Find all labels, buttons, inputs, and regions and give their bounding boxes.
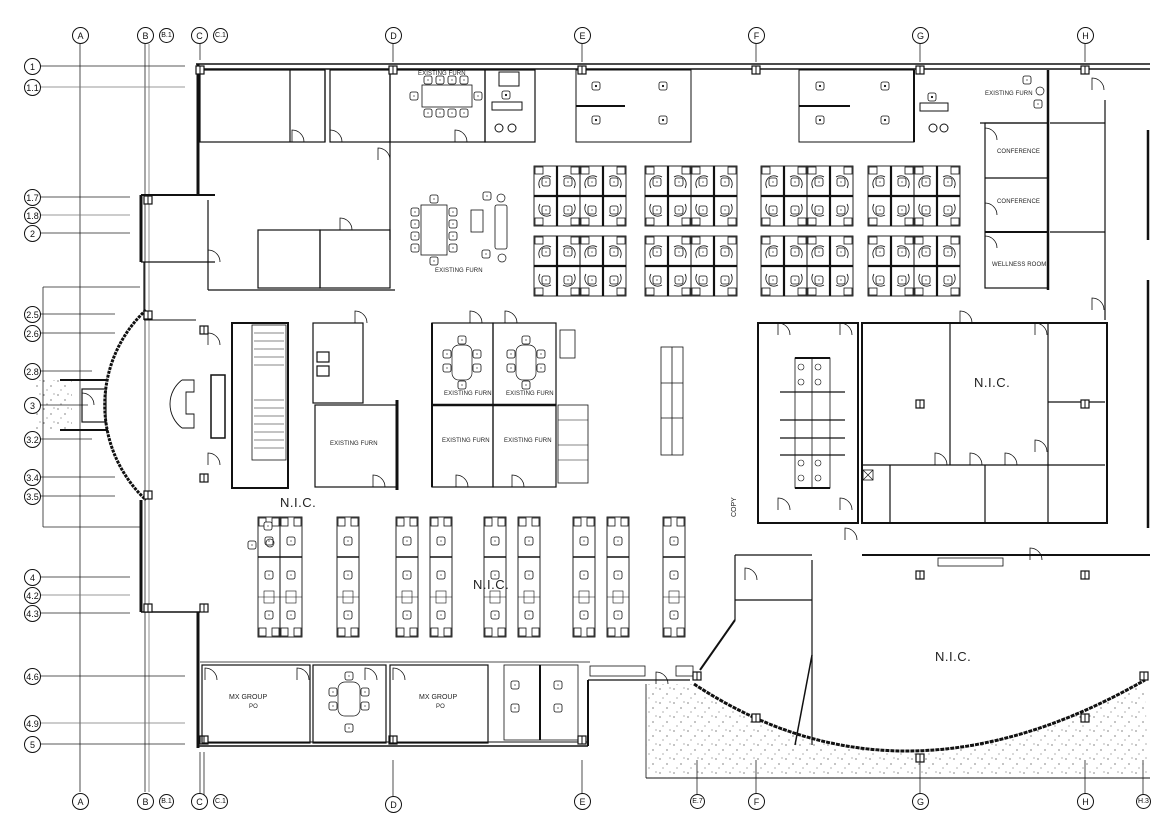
label-existing-furn-top: EXISTING FURN [418,71,466,77]
cube-cluster-4 [868,166,960,296]
grid-bubble-col: B.1 [159,794,174,809]
restroom-core-east [757,322,863,524]
label-nic-southeast: N.I.C. [935,649,972,664]
grid-bubble-row: 2.5 [24,306,41,323]
south-conf-table [328,671,563,733]
label-mx-group-1-sub: PO [249,704,258,710]
grid-bubble-row: 3.4 [24,469,41,486]
grid-bubble-col: B [137,27,154,44]
grid-bubble-col: H.3 [1136,794,1151,809]
grid-bubble-row: 2.8 [24,363,41,380]
plaza-hatch-entry [36,380,72,430]
ne-lounge-chairs [1022,75,1045,109]
grid-bubble-col: D [385,27,402,44]
grid-bubble-row: 4.9 [24,715,41,732]
label-conference-2: CONFERENCE [997,199,1041,205]
cube-cluster-3 [761,166,853,296]
south-benches [247,517,685,637]
grid-bubble-col: A [72,793,89,810]
label-nic-center: N.I.C. [280,495,317,510]
grid-bubble-row: 3 [24,397,41,414]
label-existing-furn-office-c: EXISTING FURN [504,438,552,444]
grid-bubble-col: G [912,27,929,44]
central-core [207,310,589,490]
cube-cluster-1 [534,166,626,296]
grid-bubble-row: 5 [24,736,41,753]
grid-bubble-col: G [912,793,929,810]
grid-bubble-row: 1.8 [24,207,41,224]
conf-tables-core [442,335,546,390]
exterior-walls [103,63,1150,779]
grid-bubble-row: 3.5 [24,488,41,505]
south-offices [200,661,694,744]
label-mx-group-2: MX GROUP [419,694,458,701]
label-nic-cubes: N.I.C. [473,577,510,592]
grid-bubble-row: 4 [24,569,41,586]
label-existing-furn-conf-a: EXISTING FURN [444,391,492,397]
grid-bubble-col: F [748,27,765,44]
grid-bubble-col: C [191,793,208,810]
reception-desk [169,379,195,429]
grid-bubble-col: C [191,27,208,44]
grid-bubble-col: A [72,27,89,44]
conference-table-top [409,75,483,118]
top-workstations [491,69,949,143]
grid-bubble-col: D [385,796,402,813]
east-nic-suite [699,310,1150,746]
label-existing-furn-conf-b: EXISTING FURN [506,391,554,397]
label-existing-furn-office-a: EXISTING FURN [330,441,378,447]
grid-bubble-col: E [574,27,591,44]
grid-bubble-row: 2 [24,225,41,242]
label-existing-furn-office-b: EXISTING FURN [442,438,490,444]
grid-bubble-col: E.7 [690,794,705,809]
grid-bubble-col: B.1 [159,28,174,43]
grid-bubble-col: H [1077,793,1094,810]
cube-cluster-2 [645,166,737,296]
grid-bubble-row: 3.2 [24,431,41,448]
grid-bubble-row: 4.6 [24,668,41,685]
label-conference-1: CONFERENCE [997,149,1041,155]
nw-offices [199,69,536,291]
label-nic-east: N.I.C. [974,375,1011,390]
grid-bubble-row: 1.1 [24,79,41,96]
label-mx-group-2-sub: PO [436,704,445,710]
grid-bubble-col: F [748,793,765,810]
label-copy: COPY [731,497,738,517]
grid-bubble-row: 1.7 [24,189,41,206]
grid-bubble-col: B [137,793,154,810]
label-wellness-room: WELLNESS ROOM [992,262,1047,268]
grid-bubble-row: 1 [24,58,41,75]
ne-rooms [980,70,1106,320]
central-storage [660,346,684,456]
lounge-furniture [410,191,508,266]
grid-bubble-col: H [1077,27,1094,44]
label-mx-group-1: MX GROUP [229,694,268,701]
grid-bubble-row: 4.3 [24,605,41,622]
label-existing-furn-ne: EXISTING FURN [985,91,1033,97]
label-existing-furn-lounge: EXISTING FURN [435,268,483,274]
entry-vestibule [60,379,108,431]
plaza-hatch-southeast [646,680,1148,778]
grid-bubble-col: C.1 [213,794,228,809]
grid-bubble-row: 4.2 [24,587,41,604]
grid-bubble-row: 2.6 [24,325,41,342]
grid-bubble-col: C.1 [213,28,228,43]
grid-bubble-col: E [574,793,591,810]
